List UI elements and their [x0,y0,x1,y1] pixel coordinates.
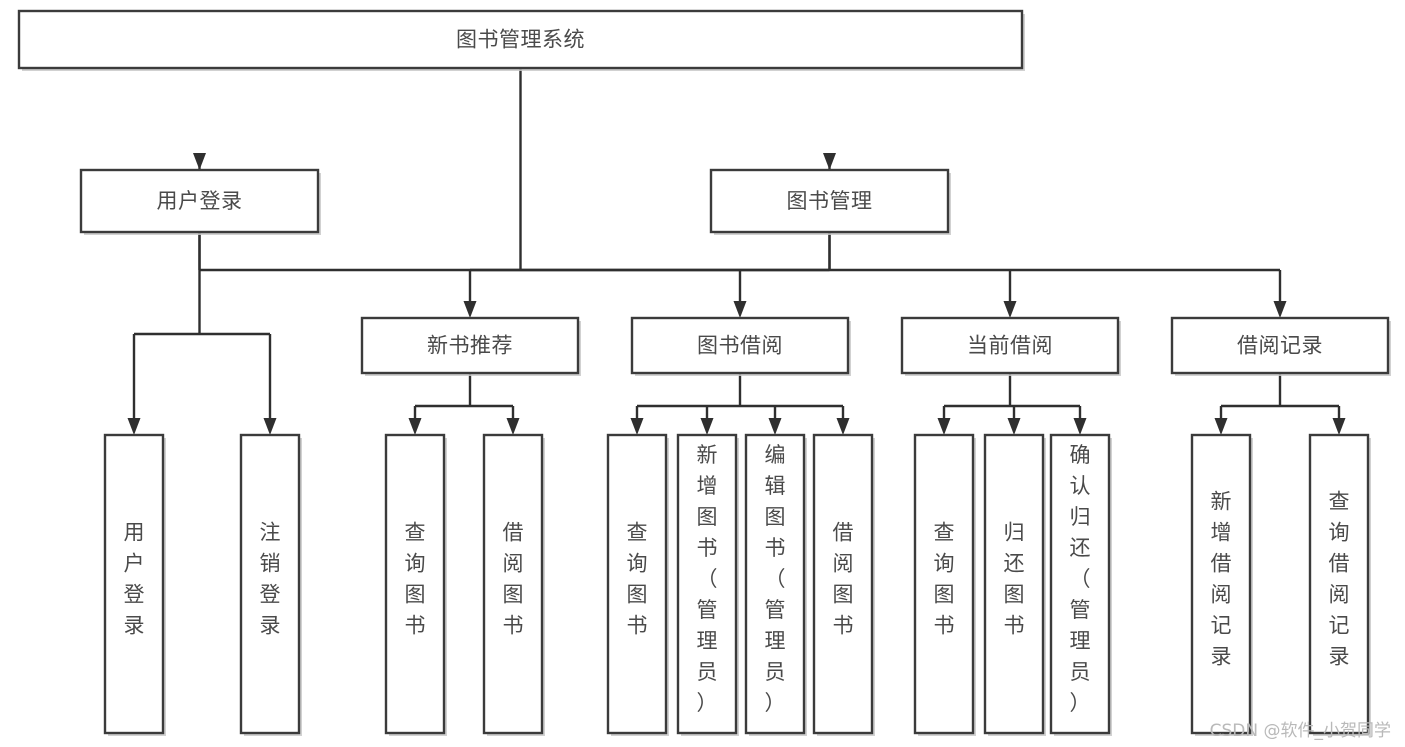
node-box[interactable] [744,433,806,735]
node-box[interactable] [1049,433,1111,735]
node-leaf_0[interactable]: 用户登录 [103,433,166,736]
node-label: 图书管理 [787,189,873,213]
node-layer: 图书管理系统用户登录图书管理新书推荐图书借阅当前借阅借阅记录用户登录注销登录查询… [17,9,1391,736]
node-label: 借阅记录 [1237,334,1323,358]
node-label: 图书借阅 [697,334,783,358]
node-leaf_8[interactable]: 查询图书 [913,433,976,736]
node-box[interactable] [79,168,320,234]
csdn-watermark: CSDN @软件_小贺同学 [1209,721,1391,741]
node-leaf_4[interactable]: 查询图书 [606,433,669,736]
node-label: 借阅图书 [503,521,524,638]
node-l2_3[interactable]: 借阅记录 [1170,316,1391,376]
node-box[interactable] [983,433,1045,735]
node-box[interactable] [360,316,580,375]
node-label: 查询图书 [405,521,426,638]
node-l2_0[interactable]: 新书推荐 [360,316,581,376]
node-label: 编辑图书（管理员） [765,443,786,715]
node-box[interactable] [676,433,738,735]
node-label: 当前借阅 [967,334,1053,358]
node-label: 用户登录 [157,189,243,213]
node-leaf_10[interactable]: 确认归还（管理员） [1049,433,1112,736]
node-root[interactable]: 图书管理系统 [17,9,1025,71]
node-leaf_1[interactable]: 注销登录 [239,433,302,736]
node-leaf_5[interactable]: 新增图书（管理员） [676,433,739,736]
connector-l2_1 [630,373,850,435]
node-box[interactable] [482,433,544,735]
node-label: 新增图书（管理员） [697,443,718,715]
connector-layer [127,68,1346,435]
node-box[interactable] [1190,433,1252,735]
node-box[interactable] [1170,316,1390,375]
node-l2_1[interactable]: 图书借阅 [630,316,851,376]
node-leaf_6[interactable]: 编辑图书（管理员） [744,433,807,736]
connector-l1_1 [463,232,1287,318]
connector-l2_2 [937,373,1087,435]
node-box[interactable] [900,316,1120,375]
node-leaf_9[interactable]: 归还图书 [983,433,1046,736]
connector-l1_0 [127,232,277,435]
node-leaf_7[interactable]: 借阅图书 [812,433,875,736]
node-label: 用户登录 [124,521,145,638]
node-label: 查询借阅记录 [1329,490,1350,669]
node-label: 图书管理系统 [456,28,585,52]
node-l1_1[interactable]: 图书管理 [709,168,951,235]
node-box[interactable] [239,433,301,735]
node-l2_2[interactable]: 当前借阅 [900,316,1121,376]
node-label: 新书推荐 [427,334,513,358]
node-box[interactable] [384,433,446,735]
node-box[interactable] [709,168,950,234]
node-box[interactable] [812,433,874,735]
node-label: 注销登录 [260,521,281,638]
node-label: 借阅图书 [833,521,854,638]
node-box[interactable] [1308,433,1370,735]
node-label: 查询图书 [934,521,955,638]
node-leaf_3[interactable]: 借阅图书 [482,433,545,736]
node-leaf_11[interactable]: 新增借阅记录 [1190,433,1253,736]
connector-l2_3 [1214,373,1346,435]
node-l1_0[interactable]: 用户登录 [79,168,321,235]
node-label: 查询图书 [627,521,648,638]
node-leaf_2[interactable]: 查询图书 [384,433,447,736]
node-box[interactable] [17,9,1024,70]
node-label: 新增借阅记录 [1211,490,1232,669]
node-box[interactable] [606,433,668,735]
node-box[interactable] [103,433,165,735]
node-leaf_12[interactable]: 查询借阅记录 [1308,433,1371,736]
node-box[interactable] [913,433,975,735]
node-label: 归还图书 [1004,521,1025,638]
node-box[interactable] [630,316,850,375]
node-label: 确认归还（管理员） [1070,443,1091,715]
connector-l2_0 [408,373,520,435]
